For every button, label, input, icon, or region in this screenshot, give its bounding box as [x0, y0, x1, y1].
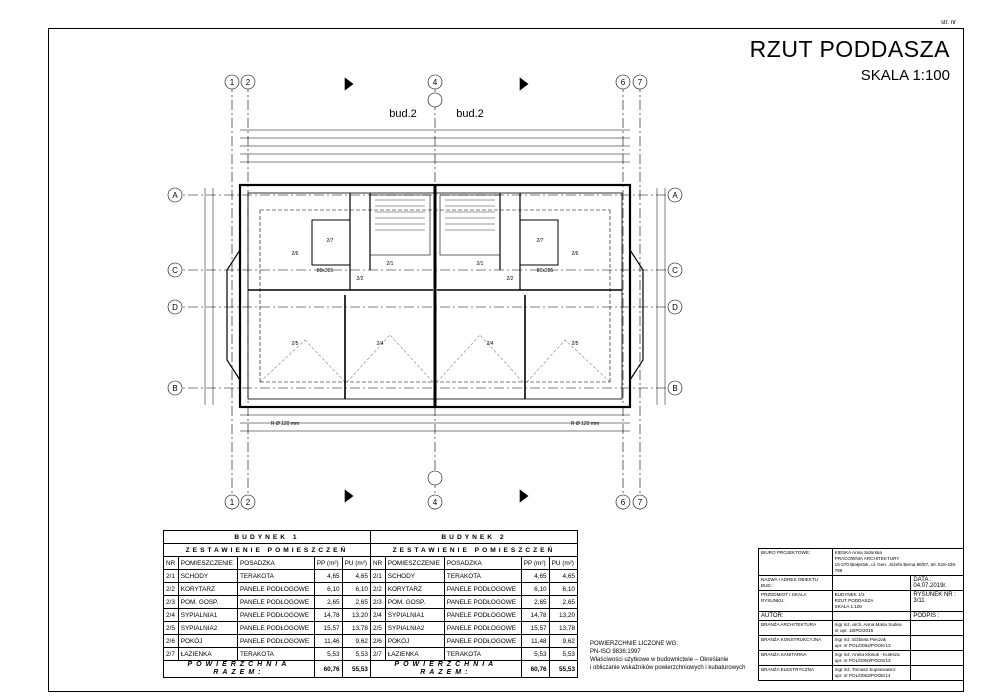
section-header: ZESTAWIENIE POMIESZCZEŃ [369, 543, 579, 557]
table-header-row: NR POMIESZCZENIE POSADZKA PP (m²) PU (m²… [163, 556, 579, 570]
room-tag: 2/4 [487, 341, 494, 347]
branch-row: BRANŻA KONSTRUKCYJNA mgr inż. Elżbieta P… [758, 635, 964, 651]
room-tag: 2/2 [507, 276, 514, 282]
axis-label: 4 [433, 498, 438, 507]
room-tag: 2/1 [387, 261, 394, 267]
axis-label: 6 [621, 498, 626, 507]
room-tag: 2/1 [477, 261, 484, 267]
axis-label: 7 [638, 498, 643, 507]
room-tag: 2/4 [377, 341, 384, 347]
room-tag: 2/6 [292, 251, 299, 257]
axis-label: 2 [246, 498, 251, 507]
room-tag: 2/6 [572, 251, 579, 257]
axis-label: 7 [638, 78, 643, 87]
building1-header: BUDYNEK 1 [163, 530, 371, 544]
radiator-note: R Ø 120 mm [571, 421, 599, 427]
area-standard-note: POWIERZCHNIE LICZONE WG: PN-ISO 9836:199… [590, 641, 746, 671]
room-tag: 80x205 [537, 268, 554, 274]
axis-label: B [172, 384, 177, 393]
axis-label: A [172, 191, 178, 200]
total-pu: 55,53 [548, 660, 579, 678]
branch-row: BRANŻA ELEKTRYCZNA mgr inż. Tomasz Supra… [758, 665, 964, 681]
room-tag: 2/7 [537, 238, 544, 244]
axis-label: 1 [230, 78, 235, 87]
sheet-number-label: str. nr [940, 20, 956, 26]
drawing-title: RZUT PODDASZA [749, 36, 950, 62]
axis-label: D [672, 303, 678, 312]
rooms-table: BUDYNEK 1 BUDYNEK 2 ZESTAWIENIE POMIESZC… [163, 530, 579, 678]
design-office: KIESKA Anna Sidorska PRACOWNIA ARCHITEKT… [831, 548, 965, 576]
branch-row: BRANŻA SANITARNA mgr inż. Aneta Kłosuk -… [758, 650, 964, 666]
room-tag: 80x205 [317, 268, 334, 274]
room-tag: 2/5 [292, 341, 299, 347]
axis-label: 6 [621, 78, 626, 87]
total-pp: 60,76 [313, 660, 343, 678]
floor-plan: 1 2 4 6 7 1 2 4 6 7 A C D B A C D B bud.… [167, 74, 683, 510]
axis-label: C [172, 266, 178, 275]
axis-label: 2 [246, 78, 251, 87]
room-tag: 2/5 [572, 341, 579, 347]
axis-label: A [672, 191, 678, 200]
building2-header: BUDYNEK 2 [369, 530, 579, 544]
drawing-sheet [48, 28, 964, 692]
axis-label: B [672, 384, 677, 393]
total-pu: 55,53 [341, 660, 371, 678]
radiator-note: R Ø 120 mm [271, 421, 299, 427]
axis-label: C [672, 266, 678, 275]
building-label: bud.2 [456, 108, 484, 120]
section-header: ZESTAWIENIE POMIESZCZEŃ [163, 543, 371, 557]
building-label: bud.2 [389, 108, 417, 120]
axis-label: 1 [230, 498, 235, 507]
title-block-heading: RZUT PODDASZA SKALA 1:100 [750, 36, 950, 84]
branch-row: BRANŻA ARCHITEKTURA mgr inż. arch. Anna … [758, 620, 964, 636]
room-tag: 2/7 [327, 238, 334, 244]
axis-label: 4 [433, 78, 438, 87]
title-block: BIURO PROJEKTOWE: KIESKA Anna Sidorska P… [758, 548, 965, 681]
drawing-scale: SKALA 1:100 [860, 67, 950, 84]
room-tag: 2/2 [357, 276, 364, 282]
total-pp: 60,76 [520, 660, 550, 678]
axis-label: D [172, 303, 178, 312]
